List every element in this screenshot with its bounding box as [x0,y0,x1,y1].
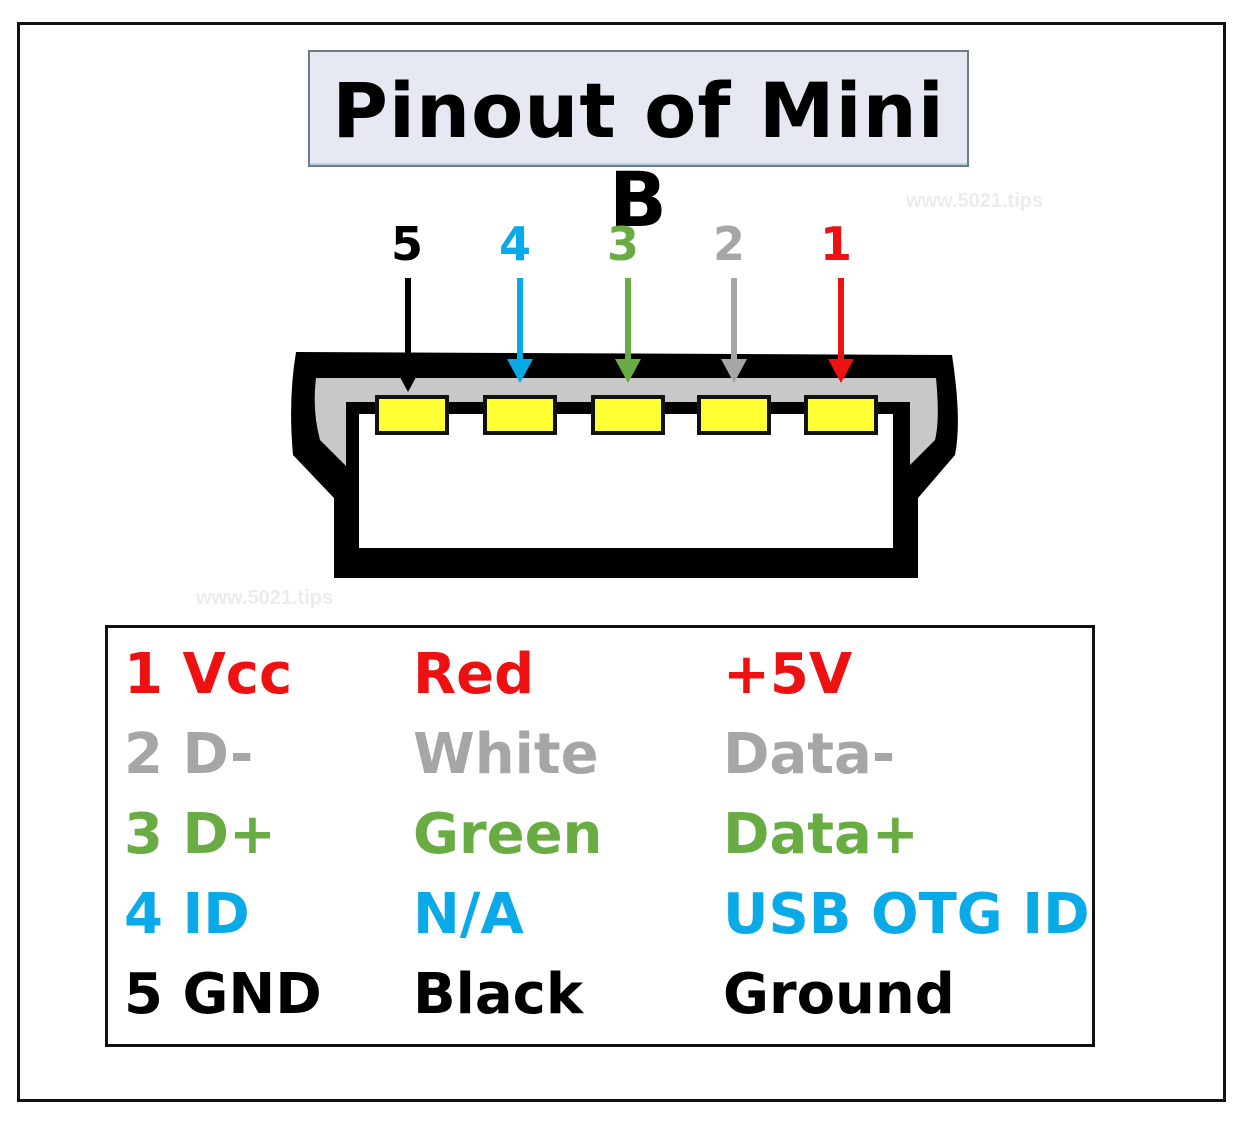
pin-4-label: 4 [499,217,531,271]
pin-function: Data+ [723,802,919,867]
pin-5-contact [375,395,449,435]
pin-3-contact [591,395,665,435]
wire-color: N/A [413,882,524,947]
pin-4-arrow-head-icon [507,359,533,383]
pin-name: 2 D- [124,722,254,787]
title-box: Pinout of Mini B [308,50,969,244]
pin-5-arrow-head-icon [395,368,421,392]
wire-color: Green [413,802,603,867]
diagram-title: Pinout of Mini B [332,66,945,244]
wire-color: White [413,722,599,787]
wire-color: Red [413,642,535,707]
connector-cavity [359,414,893,548]
pin-5-label: 5 [391,217,423,271]
pin-function: Data- [723,722,896,787]
watermark: www.5021.tips [196,587,334,609]
mini-b-connector-diagram: 5 4 3 2 1 [291,217,958,578]
watermark: www.5021.tips [906,190,1044,212]
pin-name: 1 Vcc [124,642,293,707]
pin-1-label: 1 [820,217,852,271]
pin-3-arrow-head-icon [615,359,641,383]
pin-name: 3 D+ [124,802,276,867]
pin-name: 4 ID [124,882,250,947]
wire-color: Black [413,962,584,1027]
pin-name: 5 GND [124,962,322,1027]
pin-2-label: 2 [713,217,745,271]
pin-2-arrow-head-icon [721,359,747,383]
pinout-table: 1 Vcc Red +5V 2 D- White Data- 3 D+ Green Data+ 4… [105,625,1095,1047]
pin-function: Ground [723,962,955,1027]
pin-1-contact [804,395,878,435]
pin-1-arrow-head-icon [828,359,854,383]
pin-function: USB OTG ID [723,882,1090,947]
pin-2-contact [697,395,771,435]
pin-4-contact [483,395,557,435]
diagram-frame [17,22,1226,1102]
pin-3-label: 3 [607,217,639,271]
pin-function: +5V [723,642,853,707]
